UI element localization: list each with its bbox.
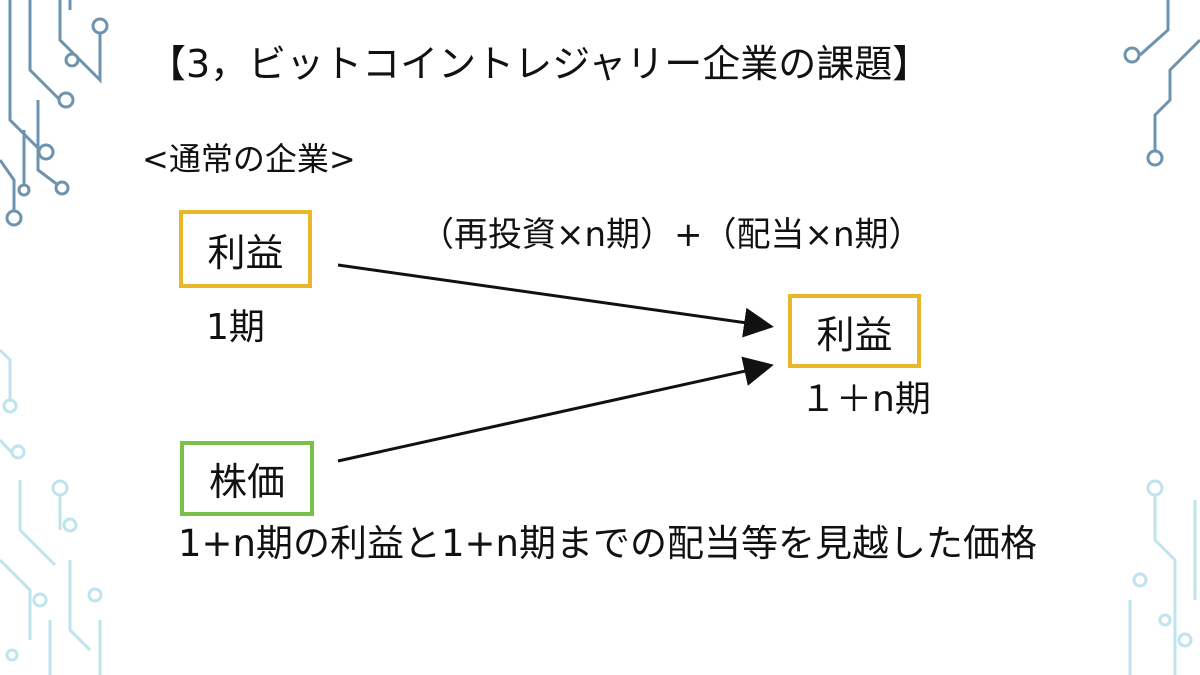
stock-to-profit-arrow	[337, 356, 774, 463]
left-profit-box: 利益	[179, 210, 312, 288]
left-profit-label: 利益	[207, 230, 284, 275]
stock-price-label: 株価	[208, 460, 285, 504]
right-profit-period: １＋n期	[800, 379, 931, 420]
right-profit-label: 利益	[816, 312, 893, 357]
formula-label: （再投資×n期）+（配当×n期）	[420, 215, 923, 255]
slide-title: 【3，ビットコイントレジャリー企業の課題】	[148, 42, 931, 86]
stock-price-caption: 1+n期の利益と1+n期までの配当等を見越した価格	[178, 522, 1037, 565]
section-subtitle: <通常の企業>	[142, 140, 356, 178]
stock-price-box: 株価	[180, 441, 314, 516]
profit-to-profit-arrow	[337, 263, 774, 338]
left-profit-period: 1期	[206, 307, 265, 348]
right-profit-box: 利益	[788, 294, 921, 368]
